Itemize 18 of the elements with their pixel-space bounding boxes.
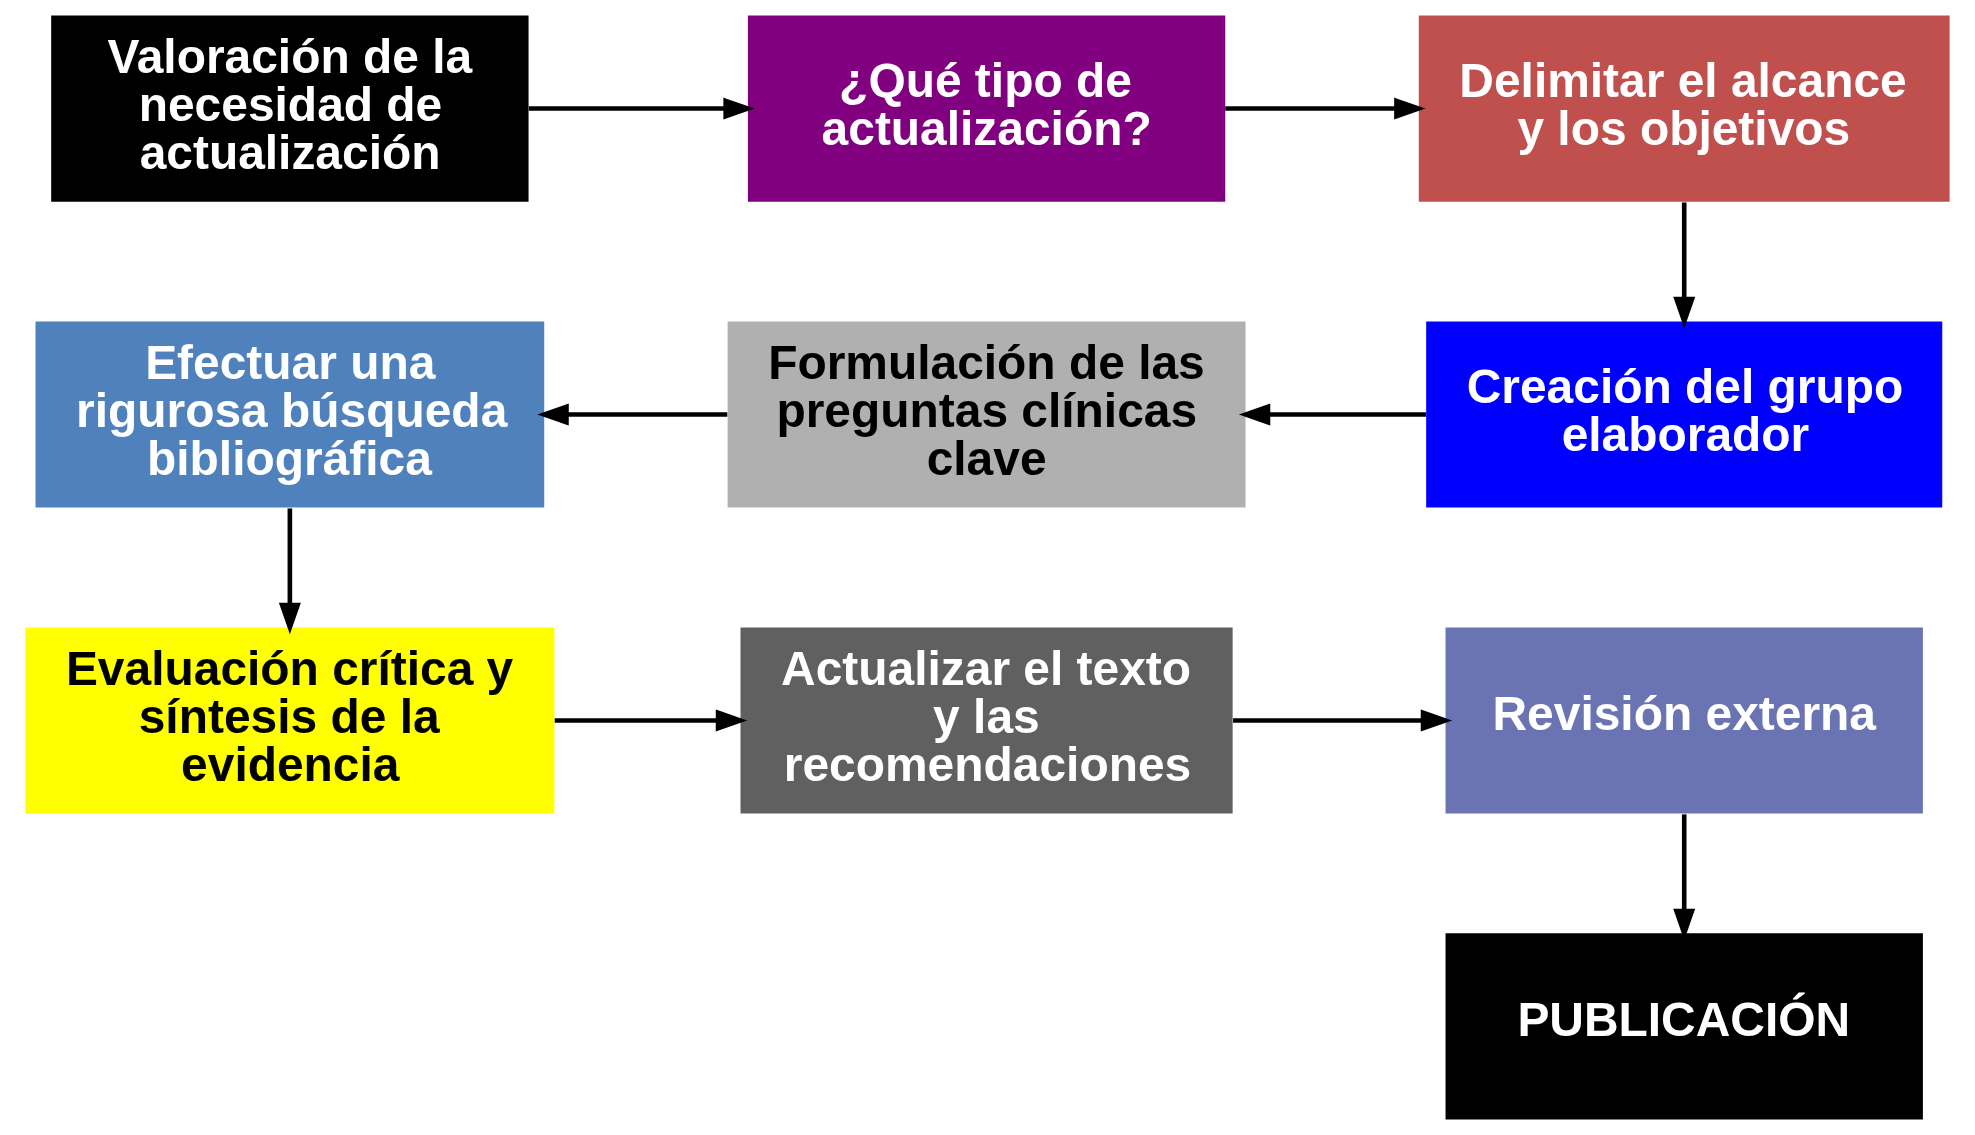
arrow xyxy=(537,403,728,426)
node-box: Formulación de las preguntas clínicas clave xyxy=(727,321,1246,508)
arrow xyxy=(528,97,755,120)
node-box: Evaluación crítica y síntesis de la evidencia xyxy=(25,627,555,814)
node-box: PUBLICACIÓN xyxy=(1445,933,1923,1120)
arrow xyxy=(1673,202,1696,329)
arrow xyxy=(1225,97,1426,120)
node-box: Efectuar una rigurosa búsqueda bibliográfica xyxy=(35,321,545,508)
arrow xyxy=(554,709,748,732)
node-box: Actualizar el texto y las recomendaciones xyxy=(740,627,1233,814)
arrow xyxy=(278,508,301,635)
node-box: Valoración de la necesidad de actualización xyxy=(51,15,529,202)
node-box: ¿Qué tipo de actualización? xyxy=(747,15,1226,202)
node-box: Revisión externa xyxy=(1445,627,1923,814)
node-box: Creación del grupo elaborador xyxy=(1426,321,1943,508)
node-box: Delimitar el alcance y los objetivos xyxy=(1418,15,1950,202)
arrow xyxy=(1238,403,1426,426)
arrow xyxy=(1233,709,1453,732)
